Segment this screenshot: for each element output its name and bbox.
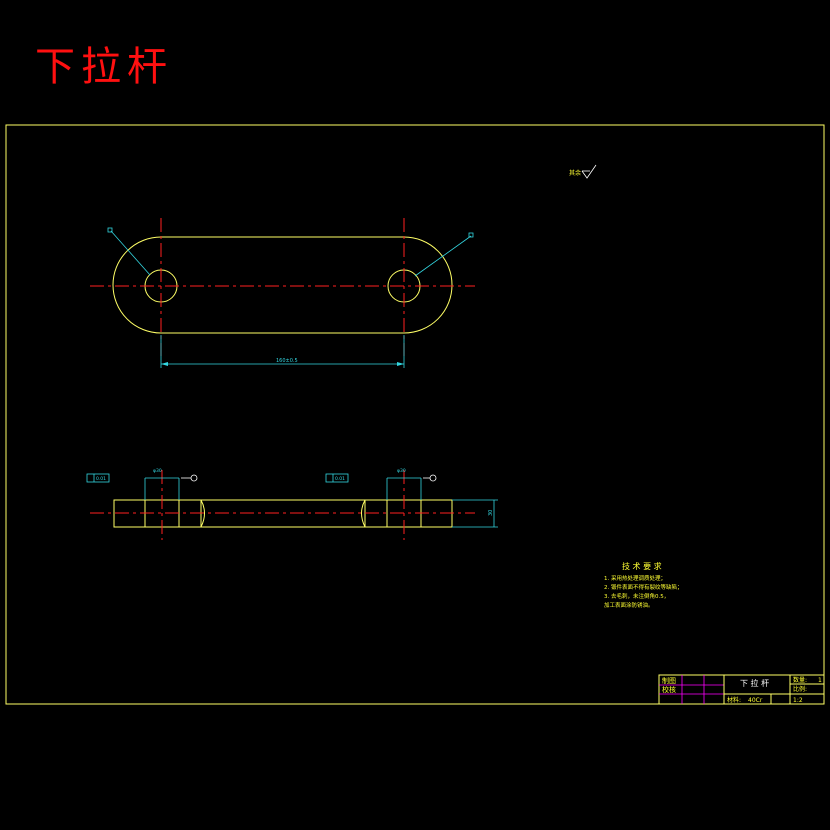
top-view: 160±0.5 — [90, 218, 475, 368]
flatness-frame-right — [325, 473, 349, 483]
hole-dia-left: φ30 — [153, 468, 162, 474]
drawing-title: 下拉杆 — [35, 44, 173, 90]
quantity-label: 数量: — [793, 676, 807, 684]
roughness-symbol: 其余 — [569, 164, 597, 179]
link-outline — [112, 236, 453, 334]
hole-dia-right: φ30 — [397, 468, 406, 474]
part-name: 下 拉 杆 — [740, 678, 769, 688]
material-label: 材料: — [727, 696, 741, 704]
material-value: 40Cr — [748, 697, 763, 704]
checked-label: 校核 — [662, 685, 676, 694]
hole-spacing-dimension: 160±0.5 — [276, 358, 298, 364]
tech-requirements: 技 术 要 求 1. 采用热处理调质处理； 2. 锻件表面不得有裂纹等缺陷； 3… — [604, 561, 683, 609]
right-hole-leader — [414, 235, 472, 277]
thickness-dimension: 30 — [488, 510, 494, 516]
tech-req-item: 2. 锻件表面不得有裂纹等缺陷； — [604, 583, 683, 591]
tech-req-item: 1. 采用热处理调质处理； — [604, 574, 666, 582]
scale-label: 比例: — [793, 685, 807, 693]
flatness-value-left: 0.01 — [96, 476, 106, 482]
drawn-label: 制图 — [662, 676, 676, 685]
tech-req-heading: 技 术 要 求 — [622, 561, 662, 571]
drawing-frame — [5, 124, 825, 705]
left-hole-leader — [110, 230, 151, 276]
tech-req-item: 3. 去毛刺，未注倒角0.5， — [604, 592, 669, 600]
roughness-note: 其余 — [569, 169, 581, 177]
flatness-frame-left — [86, 473, 110, 483]
title-block: 制图 校核 下 拉 杆 数量: 1 比例: 1:2 材料: 40Cr — [658, 674, 825, 705]
quantity-value: 1 — [818, 677, 822, 684]
scale-value: 1:2 — [793, 697, 803, 704]
flatness-value-right: 0.01 — [335, 476, 345, 482]
section-view: 30 0.01 0.01 φ30 φ30 — [86, 468, 498, 540]
tech-req-item: 加工表面涂防锈油。 — [604, 601, 654, 609]
